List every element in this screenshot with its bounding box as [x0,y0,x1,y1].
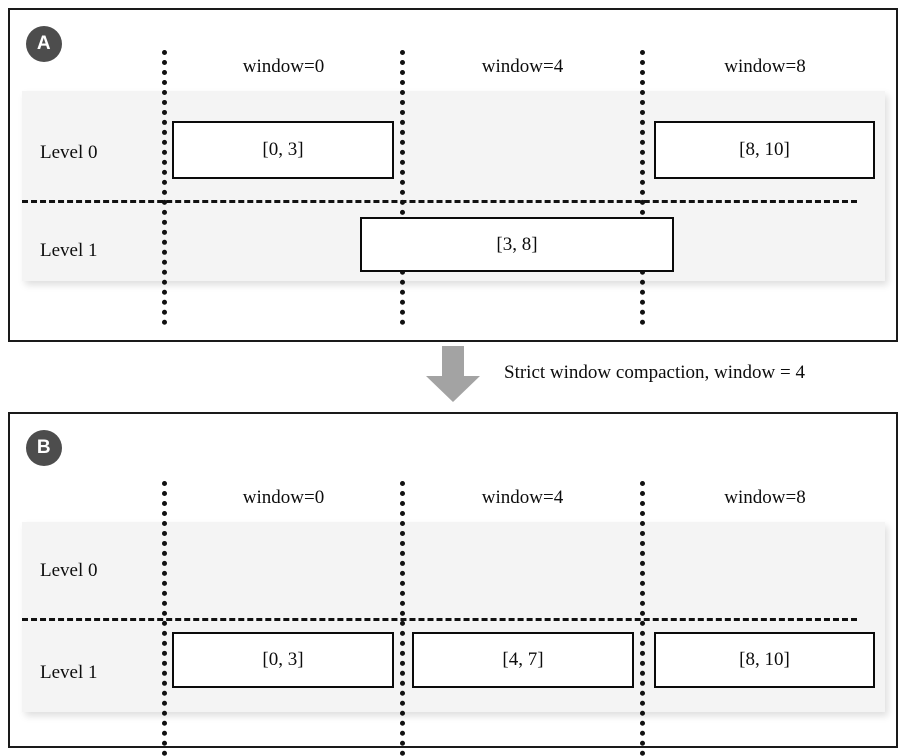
panel-a-window-separator-0 [162,50,167,325]
panel-a-window-separator-1 [400,50,405,325]
panel-a-window-header-1: window=4 [481,56,564,77]
panel-a-badge: A [26,26,62,62]
panel-a-window-header-0: window=0 [242,56,325,77]
panel-a-interval-box-0-3[interactable]: [0, 3] [172,121,394,179]
panel-b-window-separator-2 [640,481,645,756]
panel-a: A window=0 window=4 window=8 Level 0 Lev… [8,8,898,342]
transition-arrow [424,346,482,402]
down-arrow-icon [426,346,480,402]
panel-a-level-label-0: Level 0 [40,142,98,163]
panel-b-window-header-0: window=0 [242,487,325,508]
panel-a-level-label-1: Level 1 [40,240,98,261]
transition-caption: Strict window compaction, window = 4 [504,362,805,383]
panel-b-interval-box-8-10[interactable]: [8, 10] [654,632,875,688]
panel-b-level-label-0: Level 0 [40,560,98,581]
panel-b-level-label-1: Level 1 [40,662,98,683]
panel-a-interval-box-8-10[interactable]: [8, 10] [654,121,875,179]
panel-b-level-divider [22,618,857,621]
panel-b-window-header-1: window=4 [481,487,564,508]
panel-a-level-divider [22,200,857,203]
panel-a-window-header-2: window=8 [724,56,806,77]
panel-b-window-separator-1 [400,481,405,756]
panel-b-interval-box-0-3[interactable]: [0, 3] [172,632,394,688]
panel-a-window-separator-2 [640,50,645,325]
panel-b-window-header-2: window=8 [724,487,806,508]
panel-b: B window=0 window=4 window=8 Level 0 Lev… [8,412,898,756]
panel-b-interval-box-4-7[interactable]: [4, 7] [412,632,634,688]
panel-a-interval-box-3-8[interactable]: [3, 8] [360,217,674,272]
panel-b-window-separator-0 [162,481,167,756]
panel-b-badge: B [26,430,62,466]
